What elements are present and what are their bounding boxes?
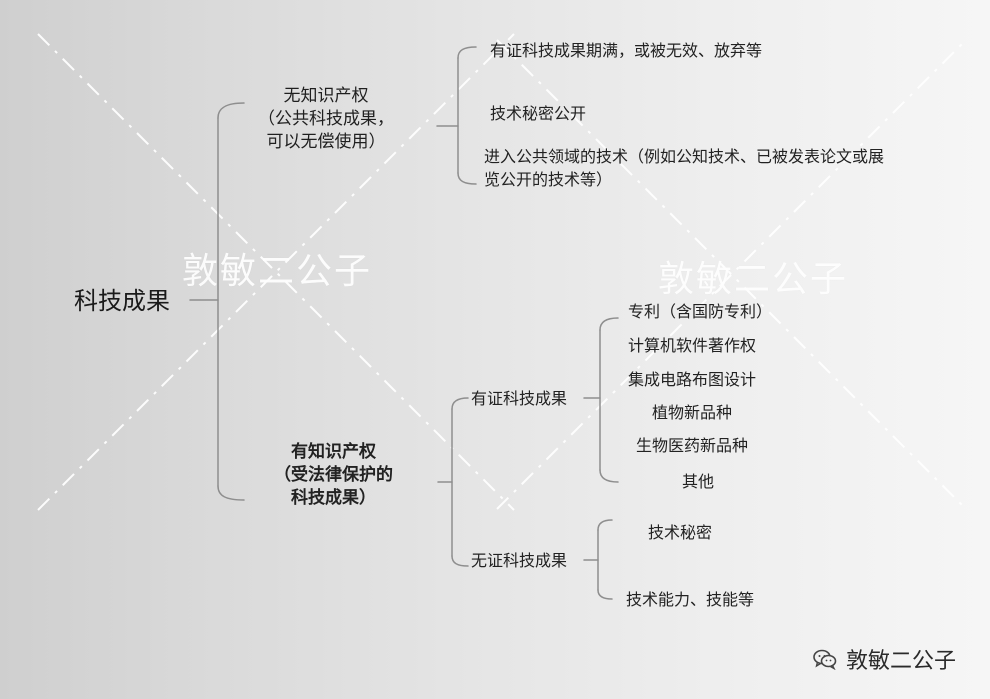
no-ip-node: 无知识产权 （公共科技成果， 可以无偿使用） [258,85,394,154]
certified-child-5: 生物医药新品种 [636,436,749,455]
brand-text: 敦敏二公子 [845,649,956,674]
uncertified-child-2: 技术能力、技能等 [626,590,755,609]
no-ip-child-2: 技术秘密公开 [490,104,587,123]
has-ip-node: 有知识产权 （受法律保护的 科技成果） [274,441,393,510]
certified-child-1: 专利（含国防专利） [628,302,773,321]
no-ip-line-3: 可以无偿使用） [266,131,386,152]
certified-tech-node: 有证科技成果 [471,389,568,408]
certified-child-3: 集成电路布图设计 [628,370,757,389]
certified-child-4: 植物新品种 [652,403,733,422]
brand-signature: 敦敏二公子 [812,643,956,675]
certified-child-6: 其他 [682,472,715,491]
uncertified-tech-node: 无证科技成果 [471,551,568,570]
no-ip-child-3-text: 进入公共领域的技术（例如公知技术、已被发表论文或展览公开的技术等） [484,147,885,190]
no-ip-child-1: 有证科技成果期满，或被无效、放弃等 [490,41,763,60]
has-ip-line-2: （受法律保护的 [274,464,393,485]
wechat-icon [813,649,837,670]
has-ip-line-1: 有知识产权 [291,442,376,462]
uncertified-child-1: 技术秘密 [648,523,713,542]
no-ip-line-1: 无知识产权 [283,86,369,106]
watermark-text-left: 敦敏二公子 [182,251,373,292]
root-node: 科技成果 [74,287,170,315]
no-ip-line-2: （公共科技成果， [258,108,394,129]
watermark-text-right: 敦敏二公子 [658,259,849,300]
no-ip-child-3: 进入公共领域的技术（例如公知技术、已被发表论文或展览公开的技术等） [484,145,892,191]
certified-child-2: 计算机软件著作权 [628,336,757,355]
has-ip-line-3: 科技成果） [291,487,376,508]
